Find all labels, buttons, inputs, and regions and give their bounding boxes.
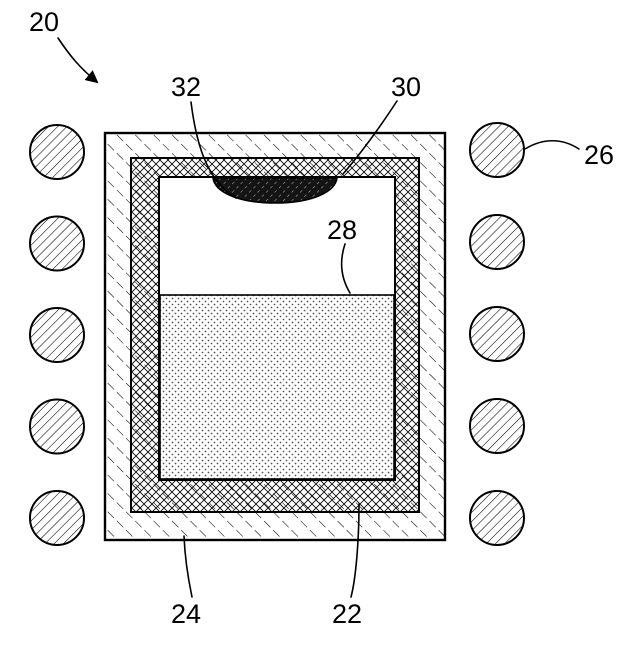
leader-outer-shell	[183, 535, 193, 598]
leader-seed	[190, 101, 237, 199]
coil-column-right	[469, 122, 525, 546]
label-apparatus: 20	[29, 7, 59, 37]
coil-circle	[29, 307, 85, 363]
coil-column-left	[29, 124, 85, 546]
coil-circle	[469, 214, 525, 270]
label-outer-shell: 24	[171, 599, 201, 629]
leader-apparatus-arrow	[57, 37, 99, 84]
label-seed: 32	[171, 72, 201, 102]
label-melt: 28	[327, 215, 357, 245]
melt-region	[159, 294, 395, 480]
seed-crystal	[212, 177, 338, 204]
coil-circle	[469, 306, 525, 362]
coil-circle	[469, 122, 525, 178]
coil-circle	[29, 398, 85, 455]
leader-coil	[524, 139, 580, 150]
leader-top-wall	[342, 100, 398, 175]
leader-crucible	[350, 503, 360, 598]
leader-melt	[340, 243, 351, 294]
label-crucible: 22	[332, 599, 362, 629]
coil-circle	[469, 398, 525, 454]
label-top-wall: 30	[391, 72, 421, 102]
coil-circle	[29, 490, 85, 546]
coil-circle	[29, 215, 85, 272]
coil-circle	[29, 124, 85, 180]
coil-circle	[469, 490, 525, 546]
label-coil: 26	[584, 140, 614, 170]
